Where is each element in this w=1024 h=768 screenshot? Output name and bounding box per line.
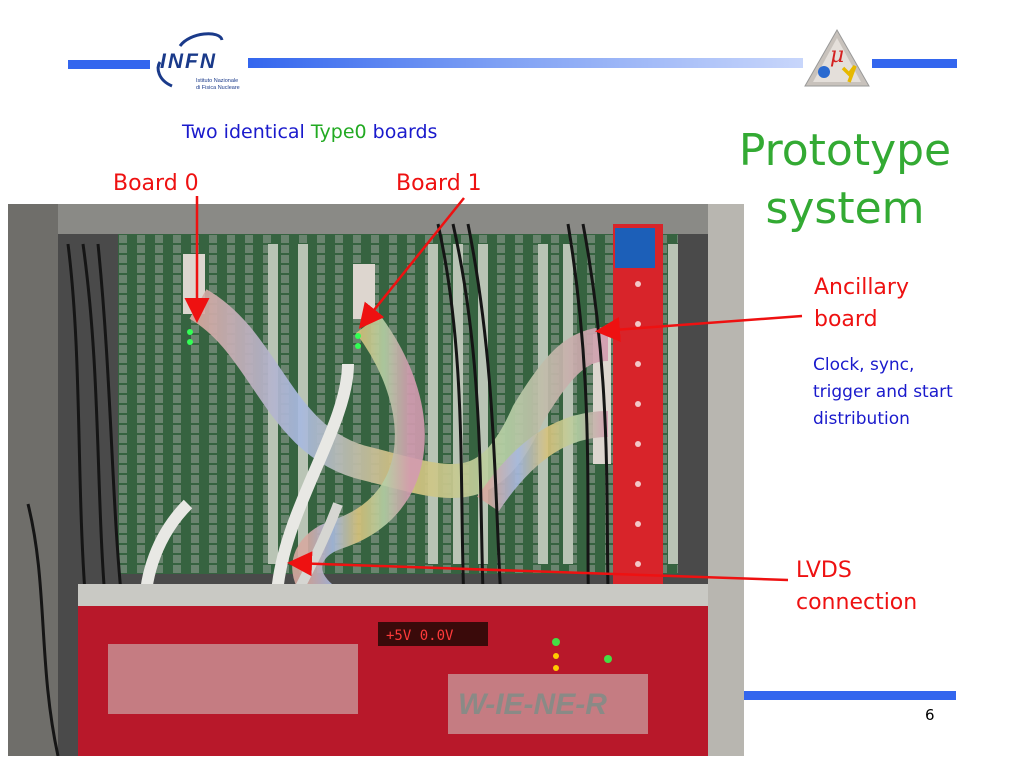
subtitle-part3: boards [366,121,438,143]
ancillary-desc-line3: distribution [813,409,910,429]
mu-logo-text: μ [830,43,844,68]
muon-logo: μ [803,28,871,88]
label-lvds-connection: LVDS connection [796,555,996,619]
infn-logo: INFN Istituto Nazionale di Fisica Nuclea… [150,32,250,94]
header-bar-left [68,60,150,69]
slide-subtitle: Two identical Type0 boards [182,121,437,143]
subtitle-type0: Type0 [310,121,367,143]
psu-brand: W-IE-NE-R [458,688,607,721]
infn-logo-text: INFN [160,50,217,73]
header-bar-gradient [248,58,803,68]
label-ancillary-line2: board [814,307,878,332]
subtitle-part1: Two identical [182,121,311,143]
label-ancillary-line1: Ancillary [814,275,909,300]
label-ancillary-board: Ancillary board [814,272,994,336]
label-lvds-line2: connection [796,590,918,615]
slide-title: Prototype system [705,122,985,238]
infn-logo-subtext-2: di Fisica Nucleare [196,85,240,91]
ancillary-description: Clock, sync, trigger and start distribut… [813,352,1013,433]
label-board-0: Board 0 [113,171,199,196]
infn-logo-subtext-1: Istituto Nazionale [196,78,238,84]
footer-bar [744,691,956,700]
psu-display: +5V 0.0V [386,628,454,644]
label-board-1: Board 1 [396,171,482,196]
crate-photo: +5V 0.0V W-IE-NE-R [8,204,744,757]
slide-title-line1: Prototype [738,125,952,176]
ancillary-desc-line1: Clock, sync, [813,355,915,375]
label-lvds-line1: LVDS [796,558,852,583]
slide-title-line2: system [765,183,925,234]
page-number: 6 [925,706,935,724]
ancillary-desc-line2: trigger and start [813,382,953,402]
header-bar-right [872,59,957,68]
